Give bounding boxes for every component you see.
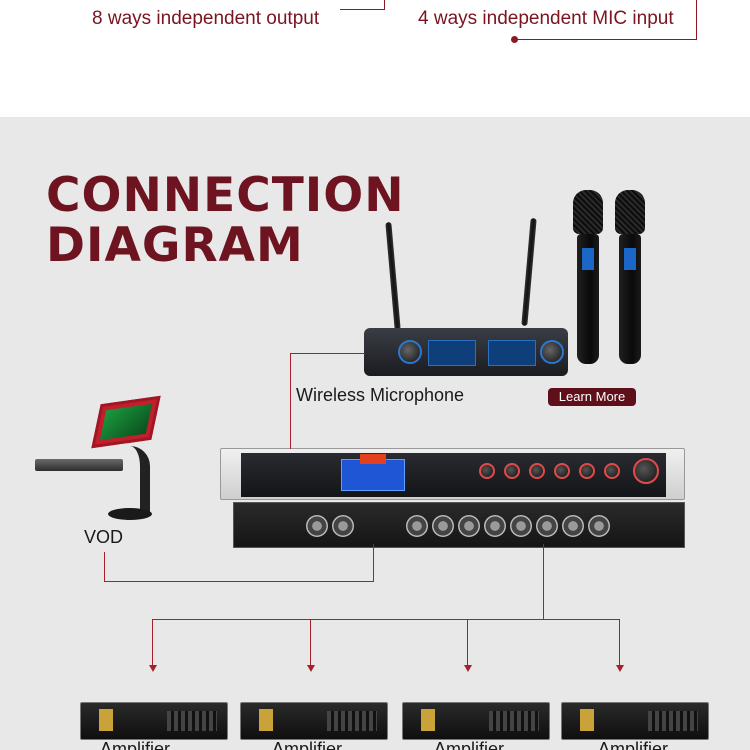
processor-lcd	[341, 454, 405, 491]
receiver-screen-left	[428, 340, 476, 366]
vod-stand	[120, 446, 150, 516]
wireless-mic-label: Wireless Microphone	[296, 385, 465, 405]
output-callout-line-h	[340, 9, 385, 10]
mic-wire-v	[290, 353, 291, 449]
section-title-line2: DIAGRAM	[46, 218, 304, 273]
type-knob-icon	[529, 463, 545, 479]
amplifier-label-4: Amplifier	[598, 739, 669, 750]
karaoke-processor-rear	[233, 502, 685, 548]
output-feature-label: 8 ways independent output	[92, 8, 320, 29]
receiver-screen-right	[488, 340, 536, 366]
output-xlr-icon	[432, 515, 454, 537]
output-xlr-icon	[536, 515, 558, 537]
amplifier-label-3: Amplifier	[434, 739, 505, 750]
amplifier-label-1: Amplifier	[100, 739, 171, 750]
mic-input-xlr-icon	[332, 515, 354, 537]
arrow-down-icon	[149, 665, 157, 672]
mic-input-xlr-icon	[306, 515, 328, 537]
feature-band: 8 ways independent output 4 ways indepen…	[0, 0, 750, 117]
amp-drop-1	[152, 619, 153, 666]
output-xlr-icon	[562, 515, 584, 537]
mic-callout-dot	[511, 36, 518, 43]
mic-callout-line-v	[696, 0, 697, 40]
arrow-down-icon	[616, 665, 624, 672]
output-callout-line-v	[384, 0, 385, 10]
vod-wire-v	[104, 552, 105, 582]
gain-knob-icon	[554, 463, 570, 479]
amp-drop-2	[310, 619, 311, 666]
output-xlr-icon	[406, 515, 428, 537]
handheld-mic-1	[573, 190, 603, 364]
amplifier-label-2: Amplifier	[272, 739, 343, 750]
mic-wire-h	[290, 353, 365, 354]
output-xlr-icon	[510, 515, 532, 537]
vod-player-box	[35, 459, 123, 471]
amplifier-unit-3	[402, 702, 550, 740]
arrow-down-icon	[307, 665, 315, 672]
mic-callout-line-h	[516, 39, 697, 40]
output-xlr-icon	[458, 515, 480, 537]
receiver-knob-left	[398, 340, 422, 364]
q-knob-icon	[579, 463, 595, 479]
output-bus	[152, 619, 620, 620]
amplifier-unit-1	[80, 702, 228, 740]
vod-label: VOD	[84, 527, 124, 547]
vod-stand-base	[108, 508, 152, 520]
learn-more-button[interactable]: Learn More	[548, 388, 636, 406]
vod-wire-h	[104, 581, 374, 582]
band-knob-icon	[479, 463, 495, 479]
amp-drop-4	[619, 619, 620, 666]
amplifier-unit-2	[240, 702, 388, 740]
vod-wire-up	[373, 544, 374, 582]
control-knob-icon	[633, 458, 659, 484]
handheld-mic-2	[615, 190, 645, 364]
output-trunk	[543, 544, 544, 620]
arrow-down-icon	[464, 665, 472, 672]
mic-grille-icon	[573, 190, 603, 234]
output-xlr-icon	[484, 515, 506, 537]
amp-drop-3	[467, 619, 468, 666]
receiver-knob-right	[540, 340, 564, 364]
karaoke-processor-front	[220, 448, 685, 500]
output-xlr-icon	[588, 515, 610, 537]
section-title-line1: CONNECTION	[46, 168, 405, 223]
mic-grille-icon	[615, 190, 645, 234]
mode-knob-icon	[604, 463, 620, 479]
wireless-receiver	[364, 328, 568, 376]
freq-knob-icon	[504, 463, 520, 479]
mic-input-feature-label: 4 ways independent MIC input	[418, 8, 674, 29]
amplifier-unit-4	[561, 702, 709, 740]
